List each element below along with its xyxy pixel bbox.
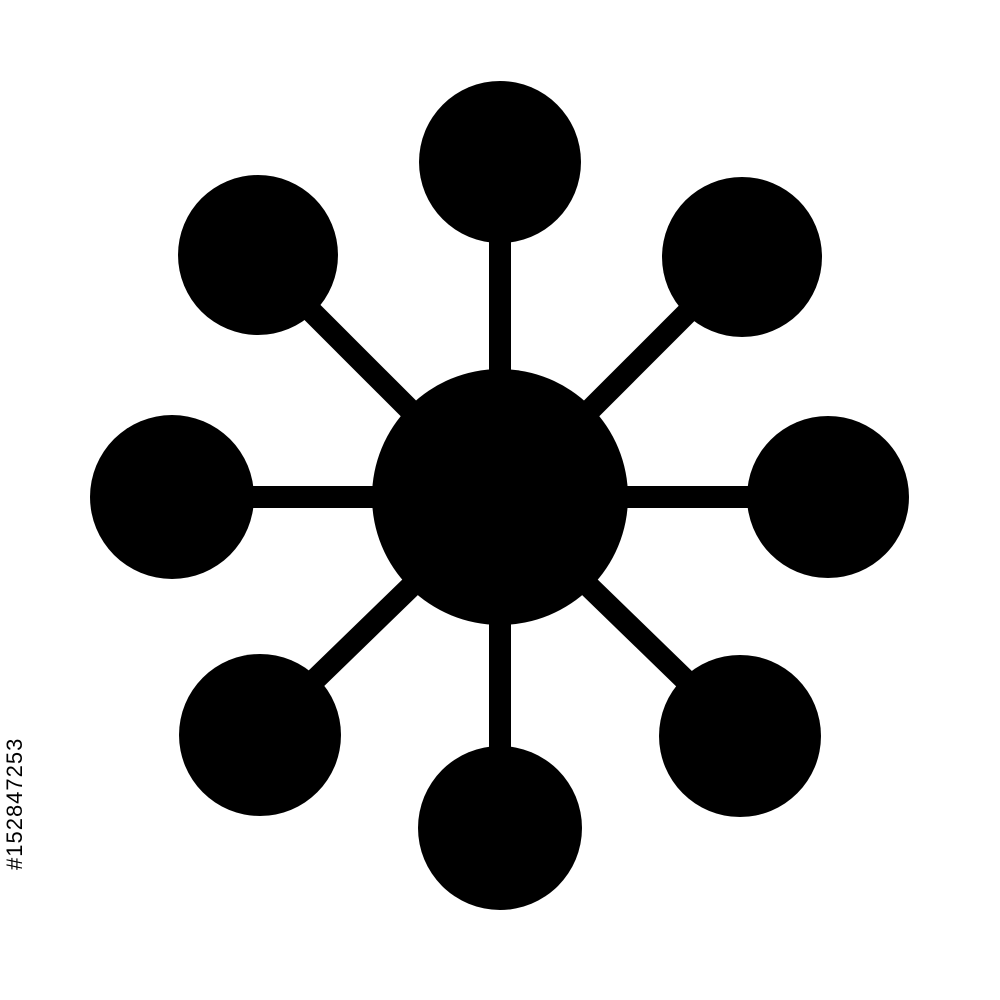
stock-id-label: #152847253 bbox=[2, 737, 27, 870]
node-top-right bbox=[662, 177, 822, 337]
node-top bbox=[419, 81, 581, 243]
node-bottom-right bbox=[659, 655, 821, 817]
node-top-left bbox=[178, 175, 338, 335]
node-bottom-left bbox=[179, 654, 341, 816]
satellite-nodes bbox=[90, 81, 909, 910]
node-right bbox=[747, 416, 909, 578]
center-node bbox=[372, 369, 628, 625]
node-bottom bbox=[418, 746, 582, 910]
node-left bbox=[90, 415, 254, 579]
